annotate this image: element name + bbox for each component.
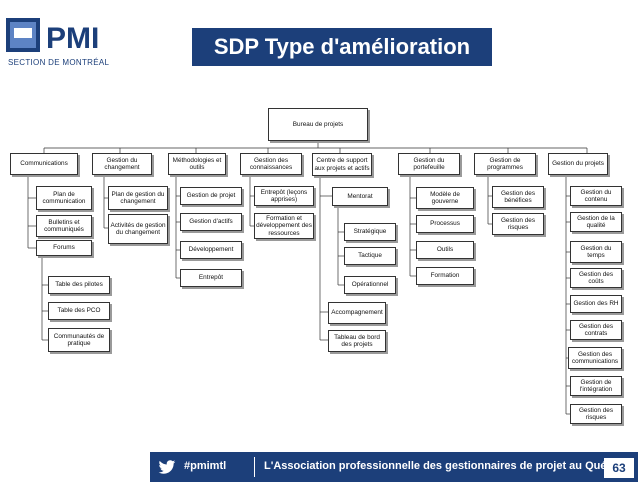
slide-title-bar: SDP Type d'amélioration	[192, 28, 492, 66]
org-box-bulletins-et-communiques: Bulletins et communiqués	[36, 215, 92, 237]
org-box-gestion-de-programmes: Gestion de programmes	[474, 153, 536, 175]
org-box-gestion-des-risques-projets: Gestion des risques	[570, 404, 622, 424]
slide-title: SDP Type d'amélioration	[213, 34, 471, 59]
org-box-strategique: Stratégique	[344, 223, 396, 241]
org-box-communications: Communications	[10, 153, 78, 175]
org-box-table-des-pco: Table des PCO	[48, 302, 110, 320]
org-box-operationnel: Opérationnel	[344, 276, 396, 294]
org-box-gestion-du-portefeuille: Gestion du portefeuille	[398, 153, 460, 175]
org-box-formation: Formation	[416, 267, 474, 285]
org-box-gestion-dactifs: Gestion d'actifs	[180, 213, 242, 231]
org-box-tableau-de-bord-des-projets: Tableau de bord des projets	[328, 330, 386, 352]
org-box-gestion-de-lintegration: Gestion de l'intégration	[570, 376, 622, 396]
org-box-entrepot-lecons-apprises: Entrepôt (leçons apprises)	[254, 186, 314, 206]
org-box-communautes-de-pratique: Communautés de pratique	[48, 328, 110, 352]
org-box-tactique: Tactique	[344, 247, 396, 265]
org-box-gestion-des-connaissances: Gestion des connaissances	[240, 153, 302, 175]
pmi-logo: PMI SECTION DE MONTRÉAL	[6, 16, 126, 72]
org-box-activites-de-gestion-du-changement: Activités de gestion du changement	[108, 214, 168, 244]
org-box-mentorat: Mentorat	[332, 187, 388, 206]
org-box-plan-de-gestion-du-changement: Plan de gestion du changement	[108, 186, 168, 210]
org-root-box: Bureau de projets	[268, 108, 368, 141]
pmi-logo-graphic: PMI	[6, 18, 99, 55]
org-box-gestion-de-la-qualite: Gestion de la qualité	[570, 212, 622, 232]
page-number: 63	[604, 458, 634, 478]
org-box-plan-de-communication: Plan de communication	[36, 186, 92, 210]
org-box-gestion-des-benefices: Gestion des bénéfices	[492, 186, 544, 208]
org-box-gestion-du-temps: Gestion du temps	[570, 241, 622, 263]
org-box-table-des-pilotes: Table des pilotes	[48, 276, 110, 294]
org-box-centre-de-support: Centre de support aux projets et actifs	[312, 153, 372, 176]
footer-separator	[254, 457, 255, 477]
org-box-gestion-des-contrats: Gestion des contrats	[570, 320, 622, 340]
org-box-gestion-des-couts: Gestion des coûts	[570, 268, 622, 288]
org-box-formation-et-developpement: Formation et développement des ressource…	[254, 213, 314, 239]
org-box-outils: Outils	[416, 241, 474, 259]
twitter-bird-icon	[158, 460, 176, 474]
org-box-gestion-des-risques-programmes: Gestion des risques	[492, 213, 544, 235]
org-box-gestion-du-projets: Gestion du projets	[548, 153, 608, 175]
org-box-accompagnement: Accompagnement	[328, 302, 386, 324]
org-box-modele-de-gouverne: Modèle de gouverne	[416, 187, 474, 209]
footer-hashtag: #pmimtl	[184, 460, 227, 472]
org-box-methodologies-et-outils: Méthodologies et outils	[168, 153, 226, 175]
org-box-gestion-des-communications: Gestion des communications	[568, 347, 622, 369]
org-box-entrepot: Entrepôt	[180, 269, 242, 287]
footer-organization: L'Association professionnelle des gestio…	[264, 460, 626, 472]
org-box-gestion-du-contenu: Gestion du contenu	[570, 186, 622, 206]
org-box-processus: Processus	[416, 215, 474, 233]
org-box-gestion-du-changement: Gestion du changement	[92, 153, 152, 175]
org-box-forums: Forums	[36, 240, 92, 256]
logo-text: PMI	[46, 22, 99, 55]
footer-bar: #pmimtl L'Association professionnelle de…	[150, 452, 638, 482]
logo-subtitle: SECTION DE MONTRÉAL	[8, 58, 110, 67]
org-box-gestion-de-projet: Gestion de projet	[180, 187, 242, 205]
org-box-gestion-des-rh: Gestion des RH	[570, 295, 622, 313]
org-box-developpement: Développement	[180, 241, 242, 259]
